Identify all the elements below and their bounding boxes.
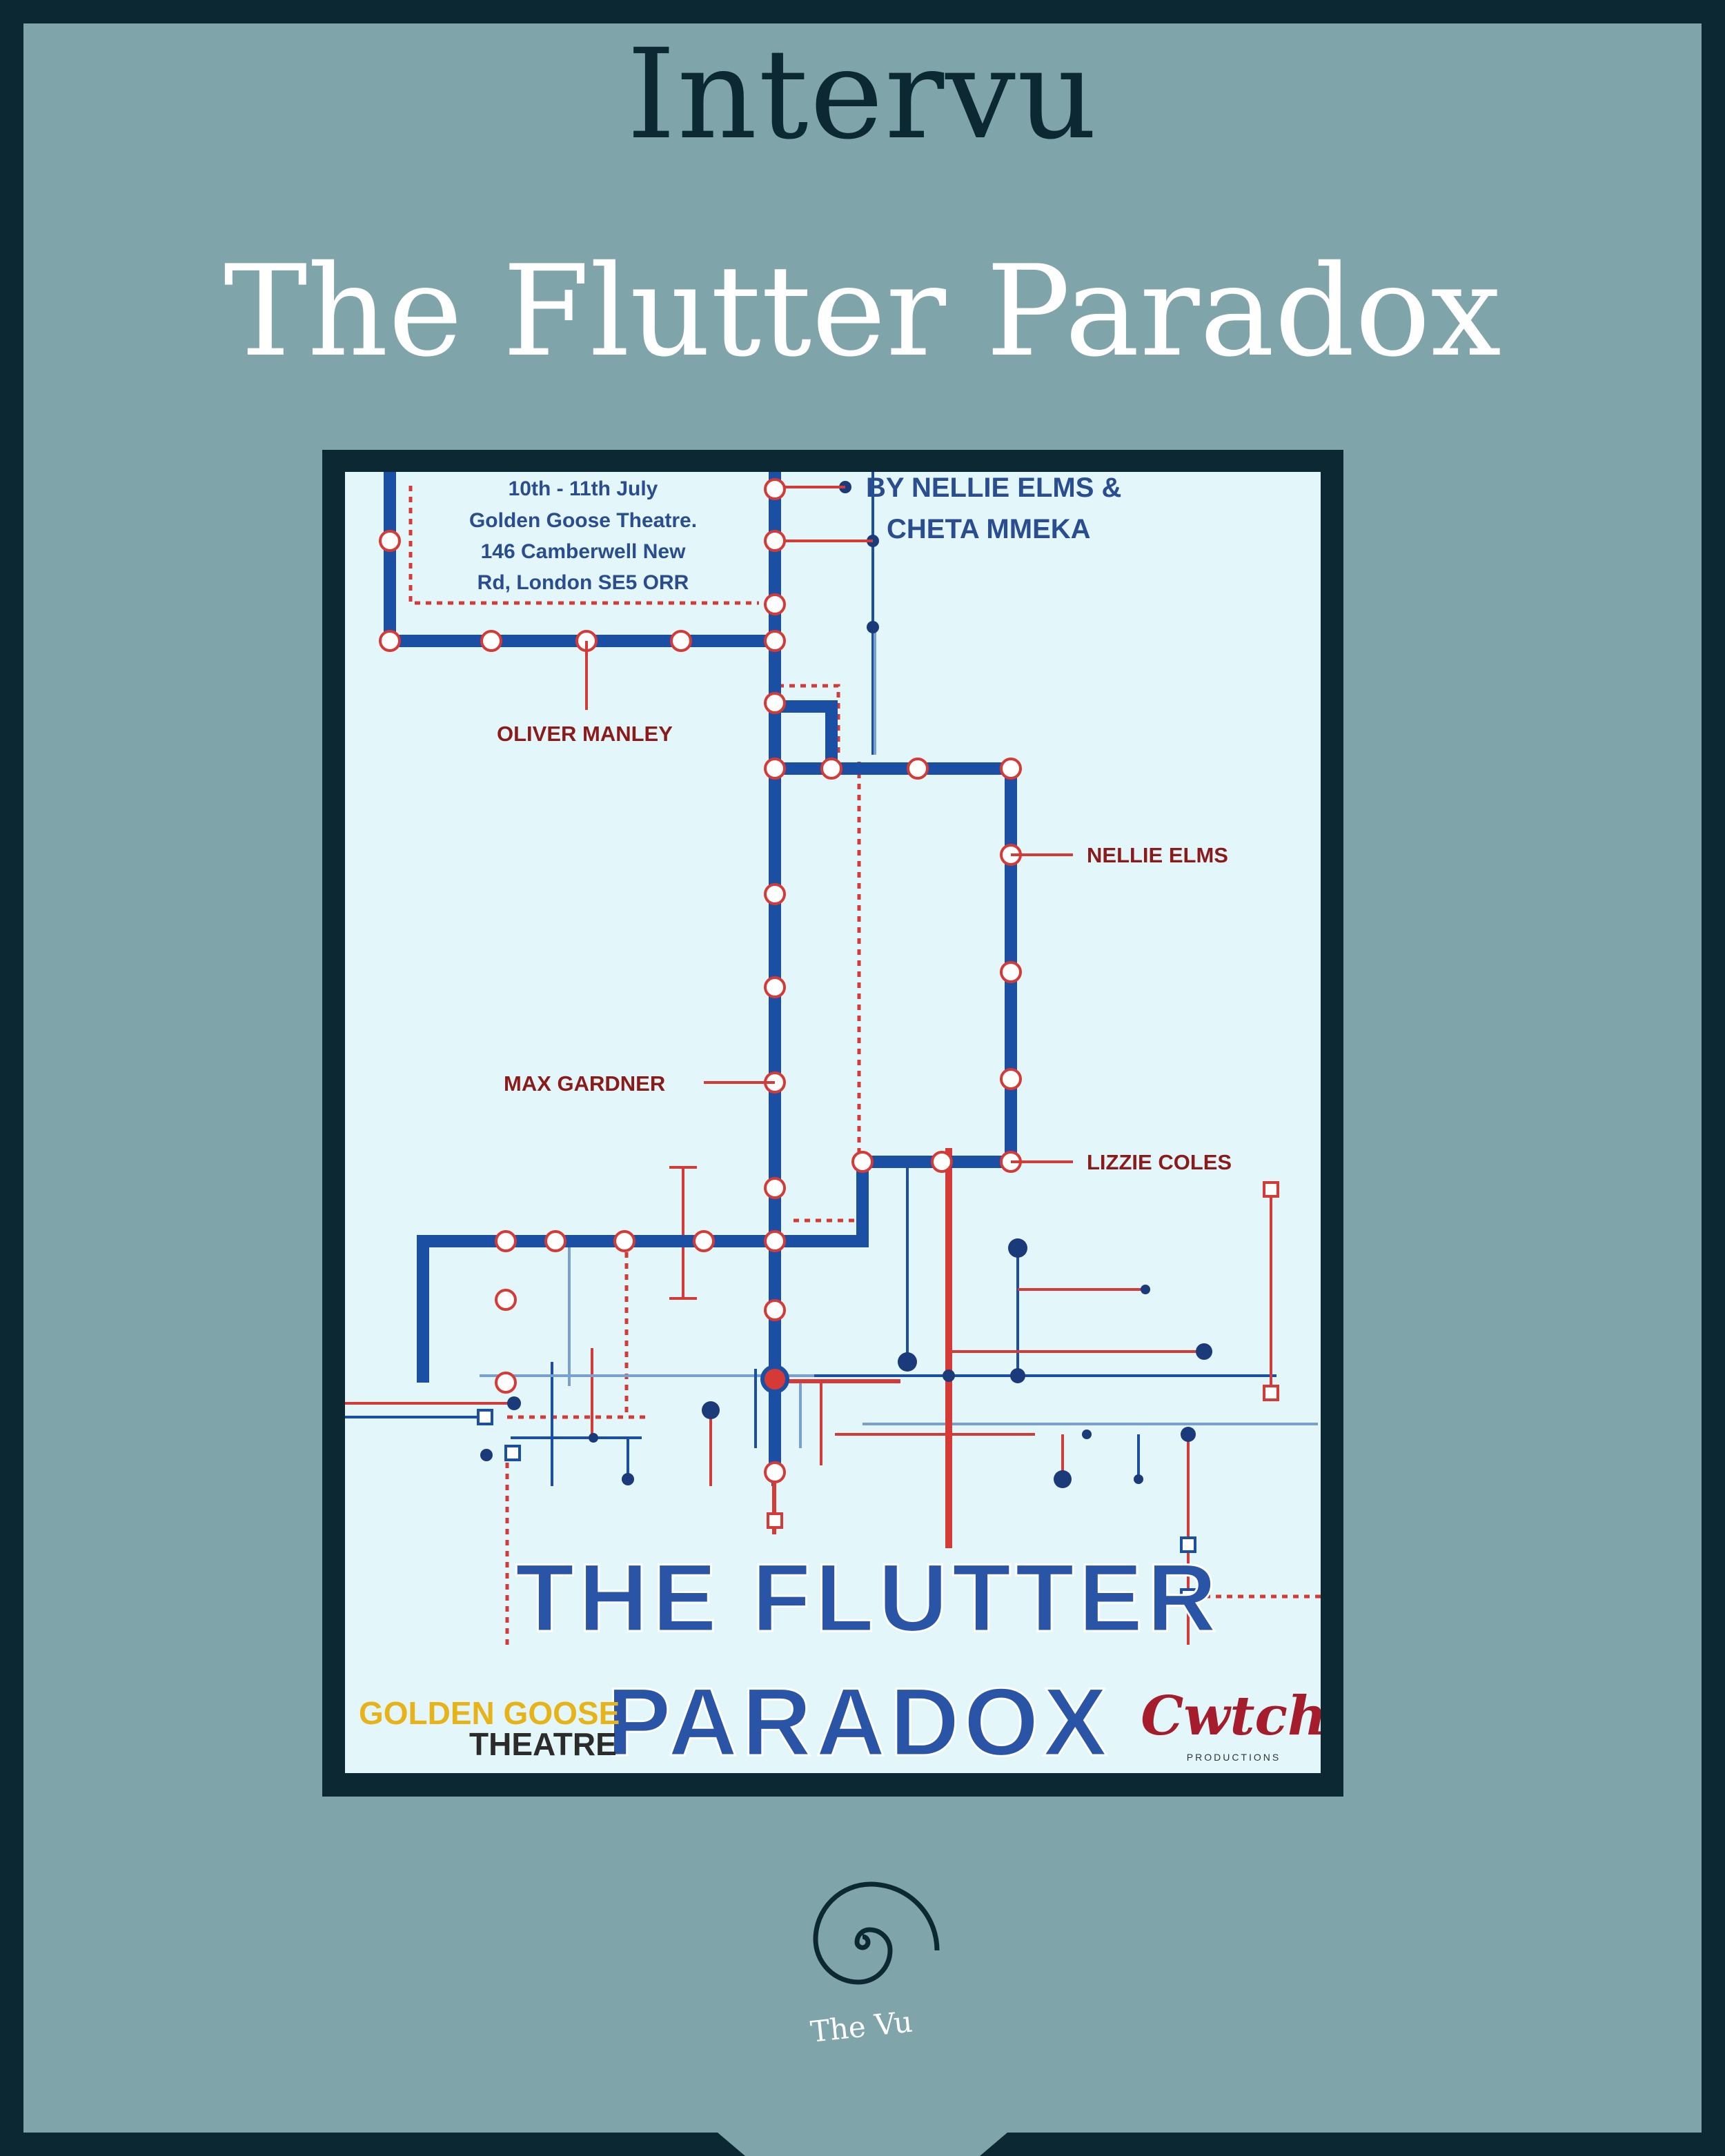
- venue-line-3: Rd, London SE5 ORR: [477, 571, 689, 594]
- sponsor-right-main: Cwtch: [1141, 1685, 1321, 1748]
- terminals: [477, 1181, 1279, 1605]
- cast-max: MAX GARDNER: [504, 1071, 665, 1096]
- sponsor-cwtch: Cwtch PRODUCTIONS: [1141, 1685, 1321, 1763]
- venue-line-2: 146 Camberwell New: [481, 540, 686, 563]
- cast-oliver: OLIVER MANLEY: [497, 722, 673, 746]
- cast-nellie: NELLIE ELMS: [1087, 843, 1228, 867]
- sponsor-left-line-1: GOLDEN GOOSE: [359, 1695, 620, 1731]
- bottom-notch: [718, 2133, 1007, 2156]
- branch-lines: [345, 472, 1318, 1645]
- blue-line: [769, 700, 838, 769]
- byline-line-2: CHETA MMEKA: [887, 514, 1091, 544]
- poster-title: THE FLUTTER PARADOX: [514, 1543, 1221, 1774]
- cast-labels: OLIVER MANLEY NELLIE ELMS MAX GARDNER LI…: [497, 722, 1232, 1174]
- venue-line-1: Golden Goose Theatre.: [469, 509, 697, 532]
- dotted-track: [790, 762, 861, 1223]
- spiral-icon: [813, 1881, 940, 1985]
- interchange-station: [760, 1365, 789, 1394]
- logo-text: The Vu: [809, 2004, 914, 2048]
- article-title: The Flutter Paradox: [224, 238, 1501, 384]
- junction-dots: [480, 481, 1212, 1488]
- metro-map: 10th - 11th July Golden Goose Theatre. 1…: [345, 472, 1321, 1773]
- label-leaders: [585, 486, 1073, 1163]
- byline: BY NELLIE ELMS & CHETA MMEKA: [866, 473, 1121, 544]
- dotted-track: [771, 603, 840, 755]
- dotted-tracks: [408, 486, 1321, 1645]
- the-vu-logo: The Vu: [809, 1881, 940, 2049]
- stations: [379, 478, 1022, 1483]
- brand-title: Intervu: [627, 23, 1098, 167]
- blue-lines: [384, 472, 1017, 1472]
- event-poster: 10th - 11th July Golden Goose Theatre. 1…: [345, 472, 1321, 1773]
- cast-lizzie: LIZZIE COLES: [1087, 1150, 1232, 1174]
- sponsor-right-sub: PRODUCTIONS: [1187, 1752, 1281, 1763]
- venue-block: 10th - 11th July Golden Goose Theatre. 1…: [469, 477, 697, 594]
- sponsor-golden-goose: GOLDEN GOOSE THEATRE: [359, 1695, 620, 1762]
- sponsor-left-line-2: THEATRE: [469, 1726, 617, 1762]
- byline-line-1: BY NELLIE ELMS &: [866, 473, 1121, 503]
- poster-title-line-1: THE FLUTTER: [515, 1543, 1221, 1652]
- poster-title-line-2: PARADOX: [607, 1668, 1112, 1773]
- event-dates: 10th - 11th July: [509, 477, 658, 500]
